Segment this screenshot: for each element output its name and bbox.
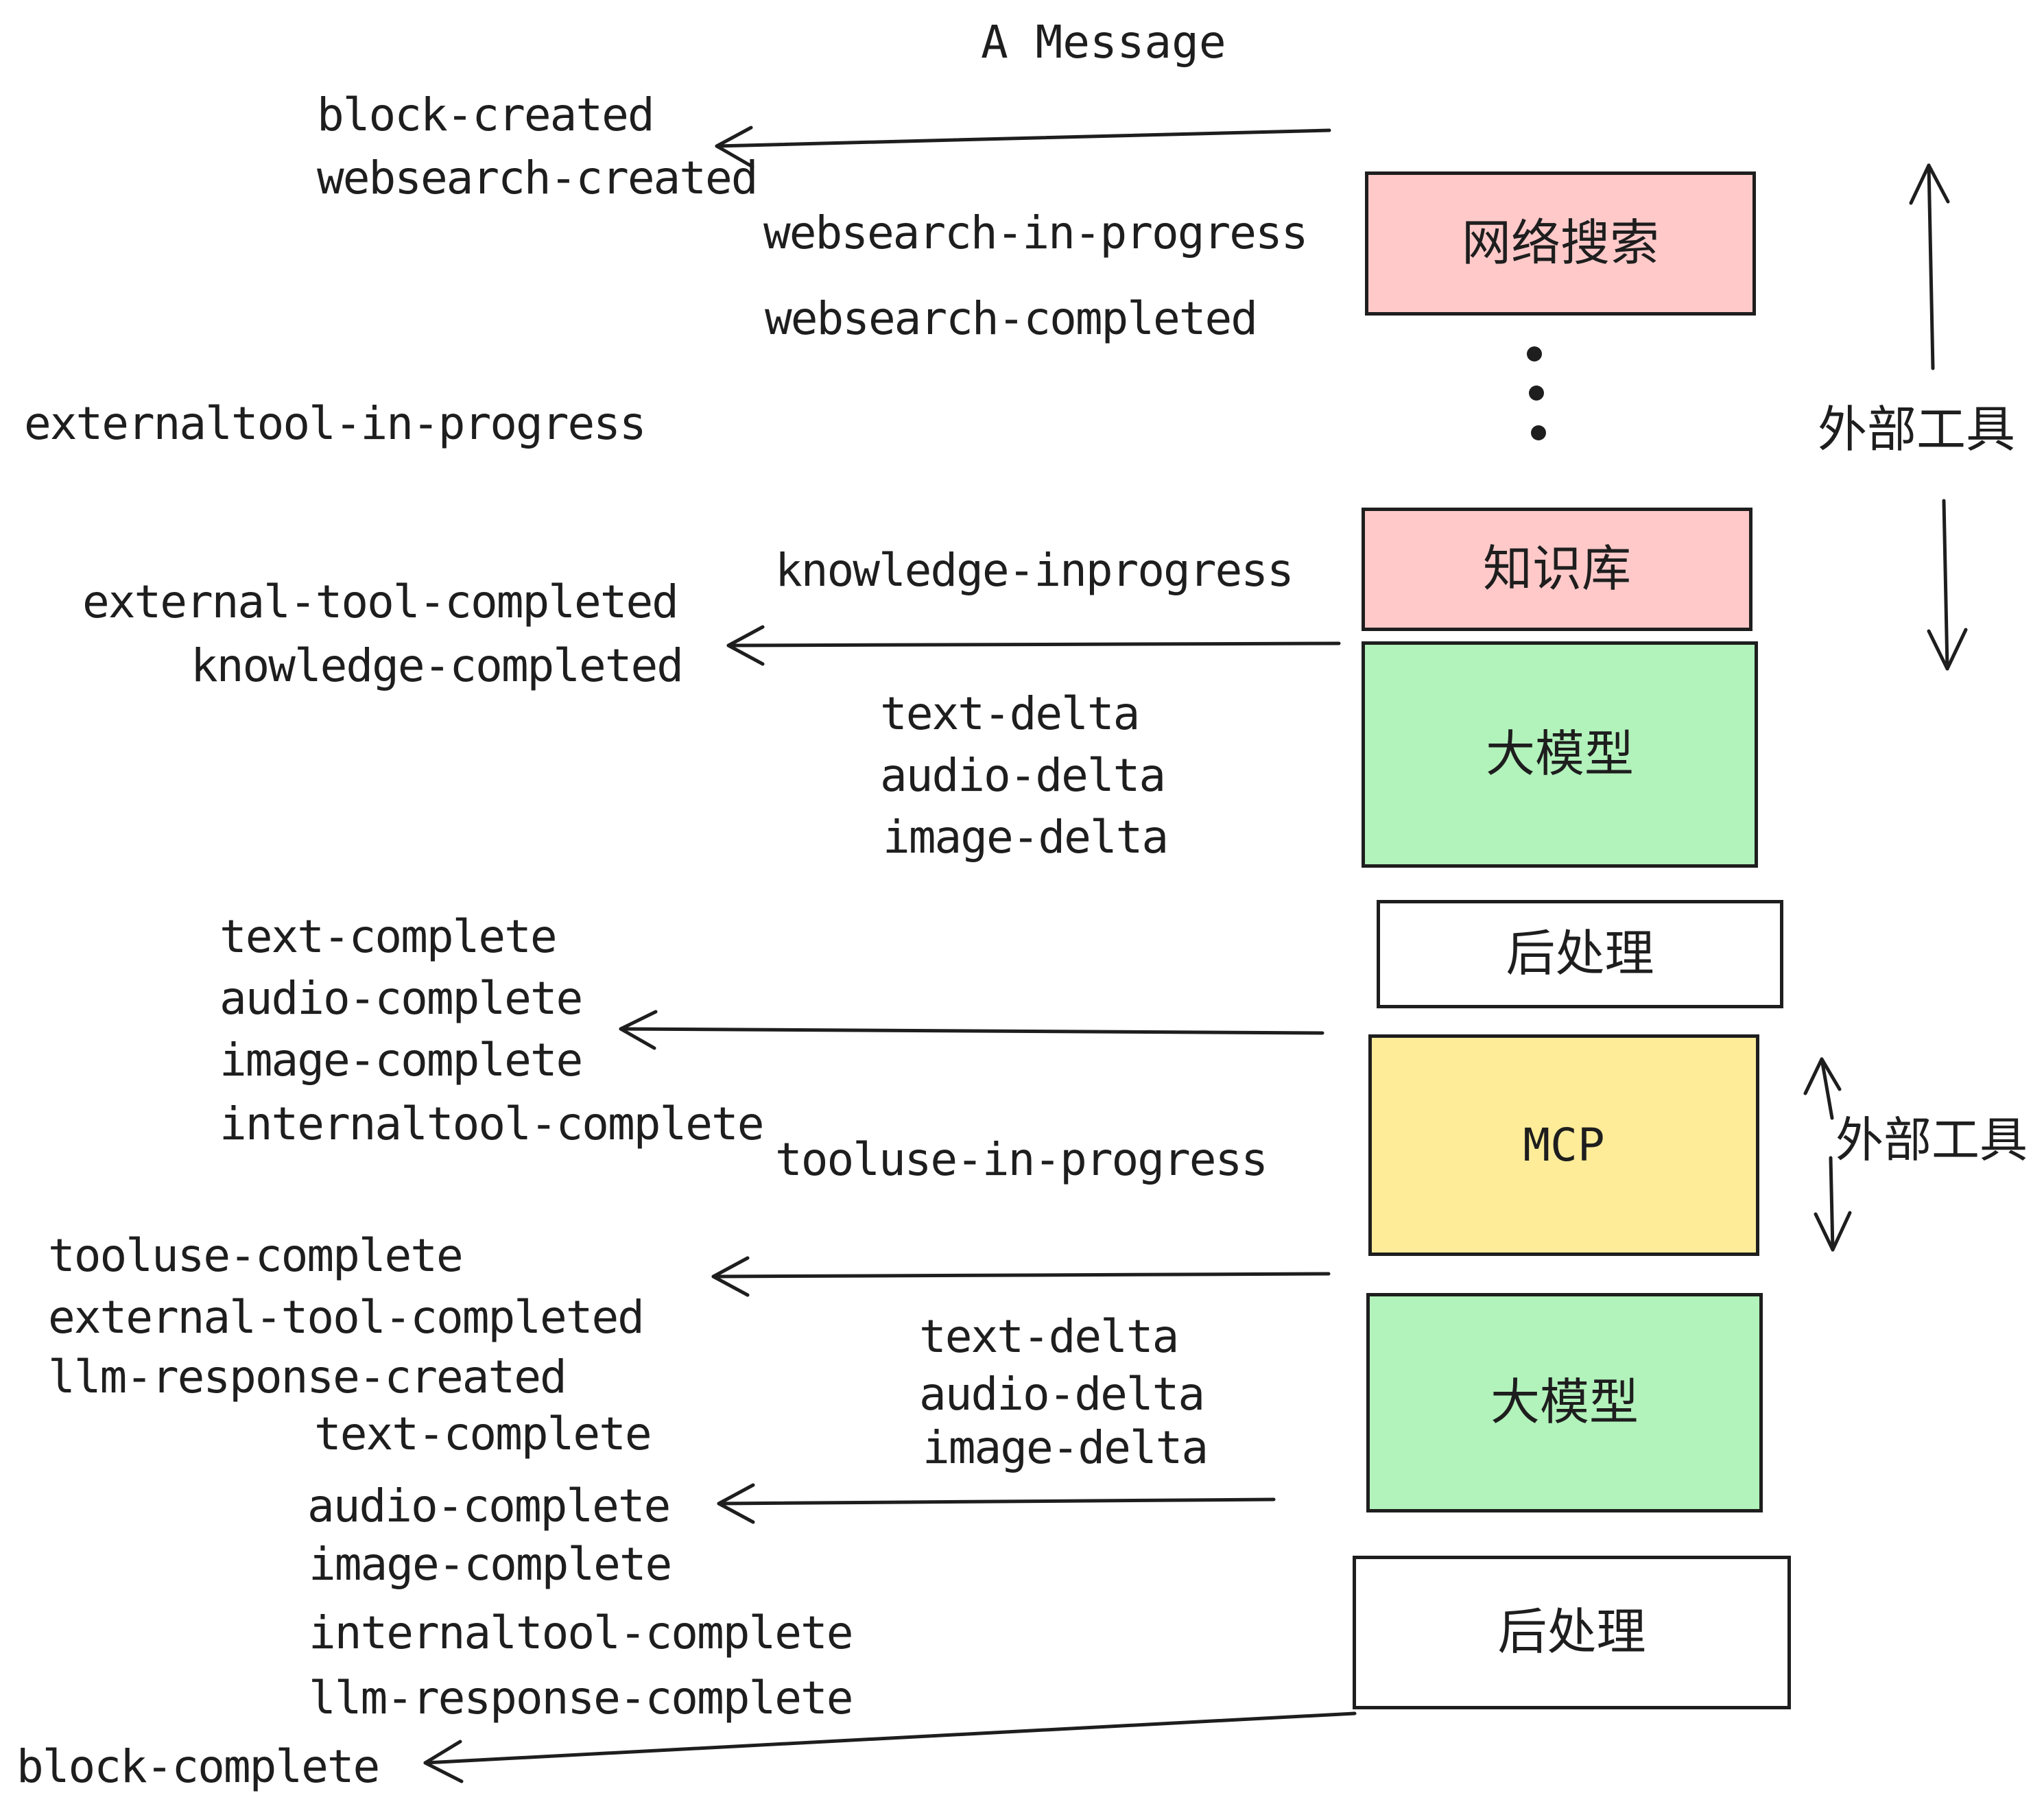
event-external-tool-completed-2: external-tool-completed [48,1291,645,1344]
event-external-tool-completed-1: external-tool-completed [82,575,679,628]
event-knowledge-completed: knowledge-completed [191,639,684,692]
event-externaltool-in-progress: externaltool-in-progress [24,397,647,450]
arrow-to-block-created [715,126,1331,169]
event-audio-complete-2: audio-complete [307,1480,671,1532]
llm-box-2: 大模型 [1366,1293,1763,1512]
event-image-delta-2: image-delta [923,1421,1209,1474]
arrow-to-image-complete [619,1010,1324,1050]
event-text-delta-2: text-delta [919,1310,1179,1363]
external-tools-label-2: 外部工具 [1835,1113,2028,1167]
event-text-complete-1: text-complete [219,910,558,963]
event-audio-complete-1: audio-complete [219,972,583,1025]
event-audio-delta-1: audio-delta [880,749,1166,802]
postprocess-box-1: 后处理 [1377,900,1783,1008]
mcp-box: MCP [1368,1034,1759,1256]
postprocess-box-2: 后处理 [1353,1556,1791,1709]
event-llm-response-created: llm-response-created [48,1351,567,1403]
event-llm-response-complete: llm-response-complete [309,1672,853,1724]
event-audio-delta-2: audio-delta [919,1368,1205,1421]
event-image-complete-1: image-complete [219,1034,583,1087]
vertical-ellipsis-dots [1527,346,1546,440]
external-tools-arrow-up-2 [1803,1057,1842,1120]
diagram-title: A Message [981,16,1226,69]
websearch-box-label: 网络搜索 [1461,216,1659,271]
knowledge-box-label: 知识库 [1482,542,1631,597]
websearch-box: 网络搜索 [1365,171,1756,316]
external-tools-arrow-down-2 [1814,1156,1852,1252]
llm-box-1-label: 大模型 [1485,727,1634,782]
arrow-to-audio-complete [717,1483,1276,1524]
event-websearch-completed: websearch-completed [765,292,1258,345]
mcp-box-label: MCP [1523,1118,1605,1172]
external-tools-arrow-up-1 [1909,163,1950,370]
postprocess-box-1-label: 后处理 [1506,927,1654,982]
event-image-complete-2: image-complete [309,1538,672,1591]
external-tools-label-1: 外部工具 [1818,403,2016,458]
knowledge-box: 知识库 [1362,508,1752,631]
external-tools-arrow-down-1 [1927,499,1968,671]
event-knowledge-inprogress: knowledge-inprogress [775,544,1294,597]
event-block-complete: block-complete [16,1740,380,1793]
event-block-created: block-created [317,88,655,141]
postprocess-box-2-label: 后处理 [1497,1605,1646,1660]
event-tooluse-complete: tooluse-complete [48,1229,464,1282]
event-internaltool-complete-1: internaltool-complete [219,1097,764,1150]
event-websearch-created: websearch-created [317,152,759,204]
event-internaltool-complete-2: internaltool-complete [309,1606,853,1659]
arrow-to-tooluse-complete [711,1256,1331,1297]
event-text-delta-1: text-delta [880,687,1140,740]
event-text-complete-2: text-complete [314,1408,652,1460]
event-image-delta-1: image-delta [883,811,1169,864]
arrow-to-block-complete [423,1711,1357,1783]
llm-box-2-label: 大模型 [1490,1375,1639,1430]
event-websearch-in-progress: websearch-in-progress [763,206,1308,259]
arrow-to-knowledge-completed [726,625,1341,666]
llm-box-1: 大模型 [1362,641,1758,868]
event-tooluse-in-progress: tooluse-in-progress [775,1133,1268,1186]
